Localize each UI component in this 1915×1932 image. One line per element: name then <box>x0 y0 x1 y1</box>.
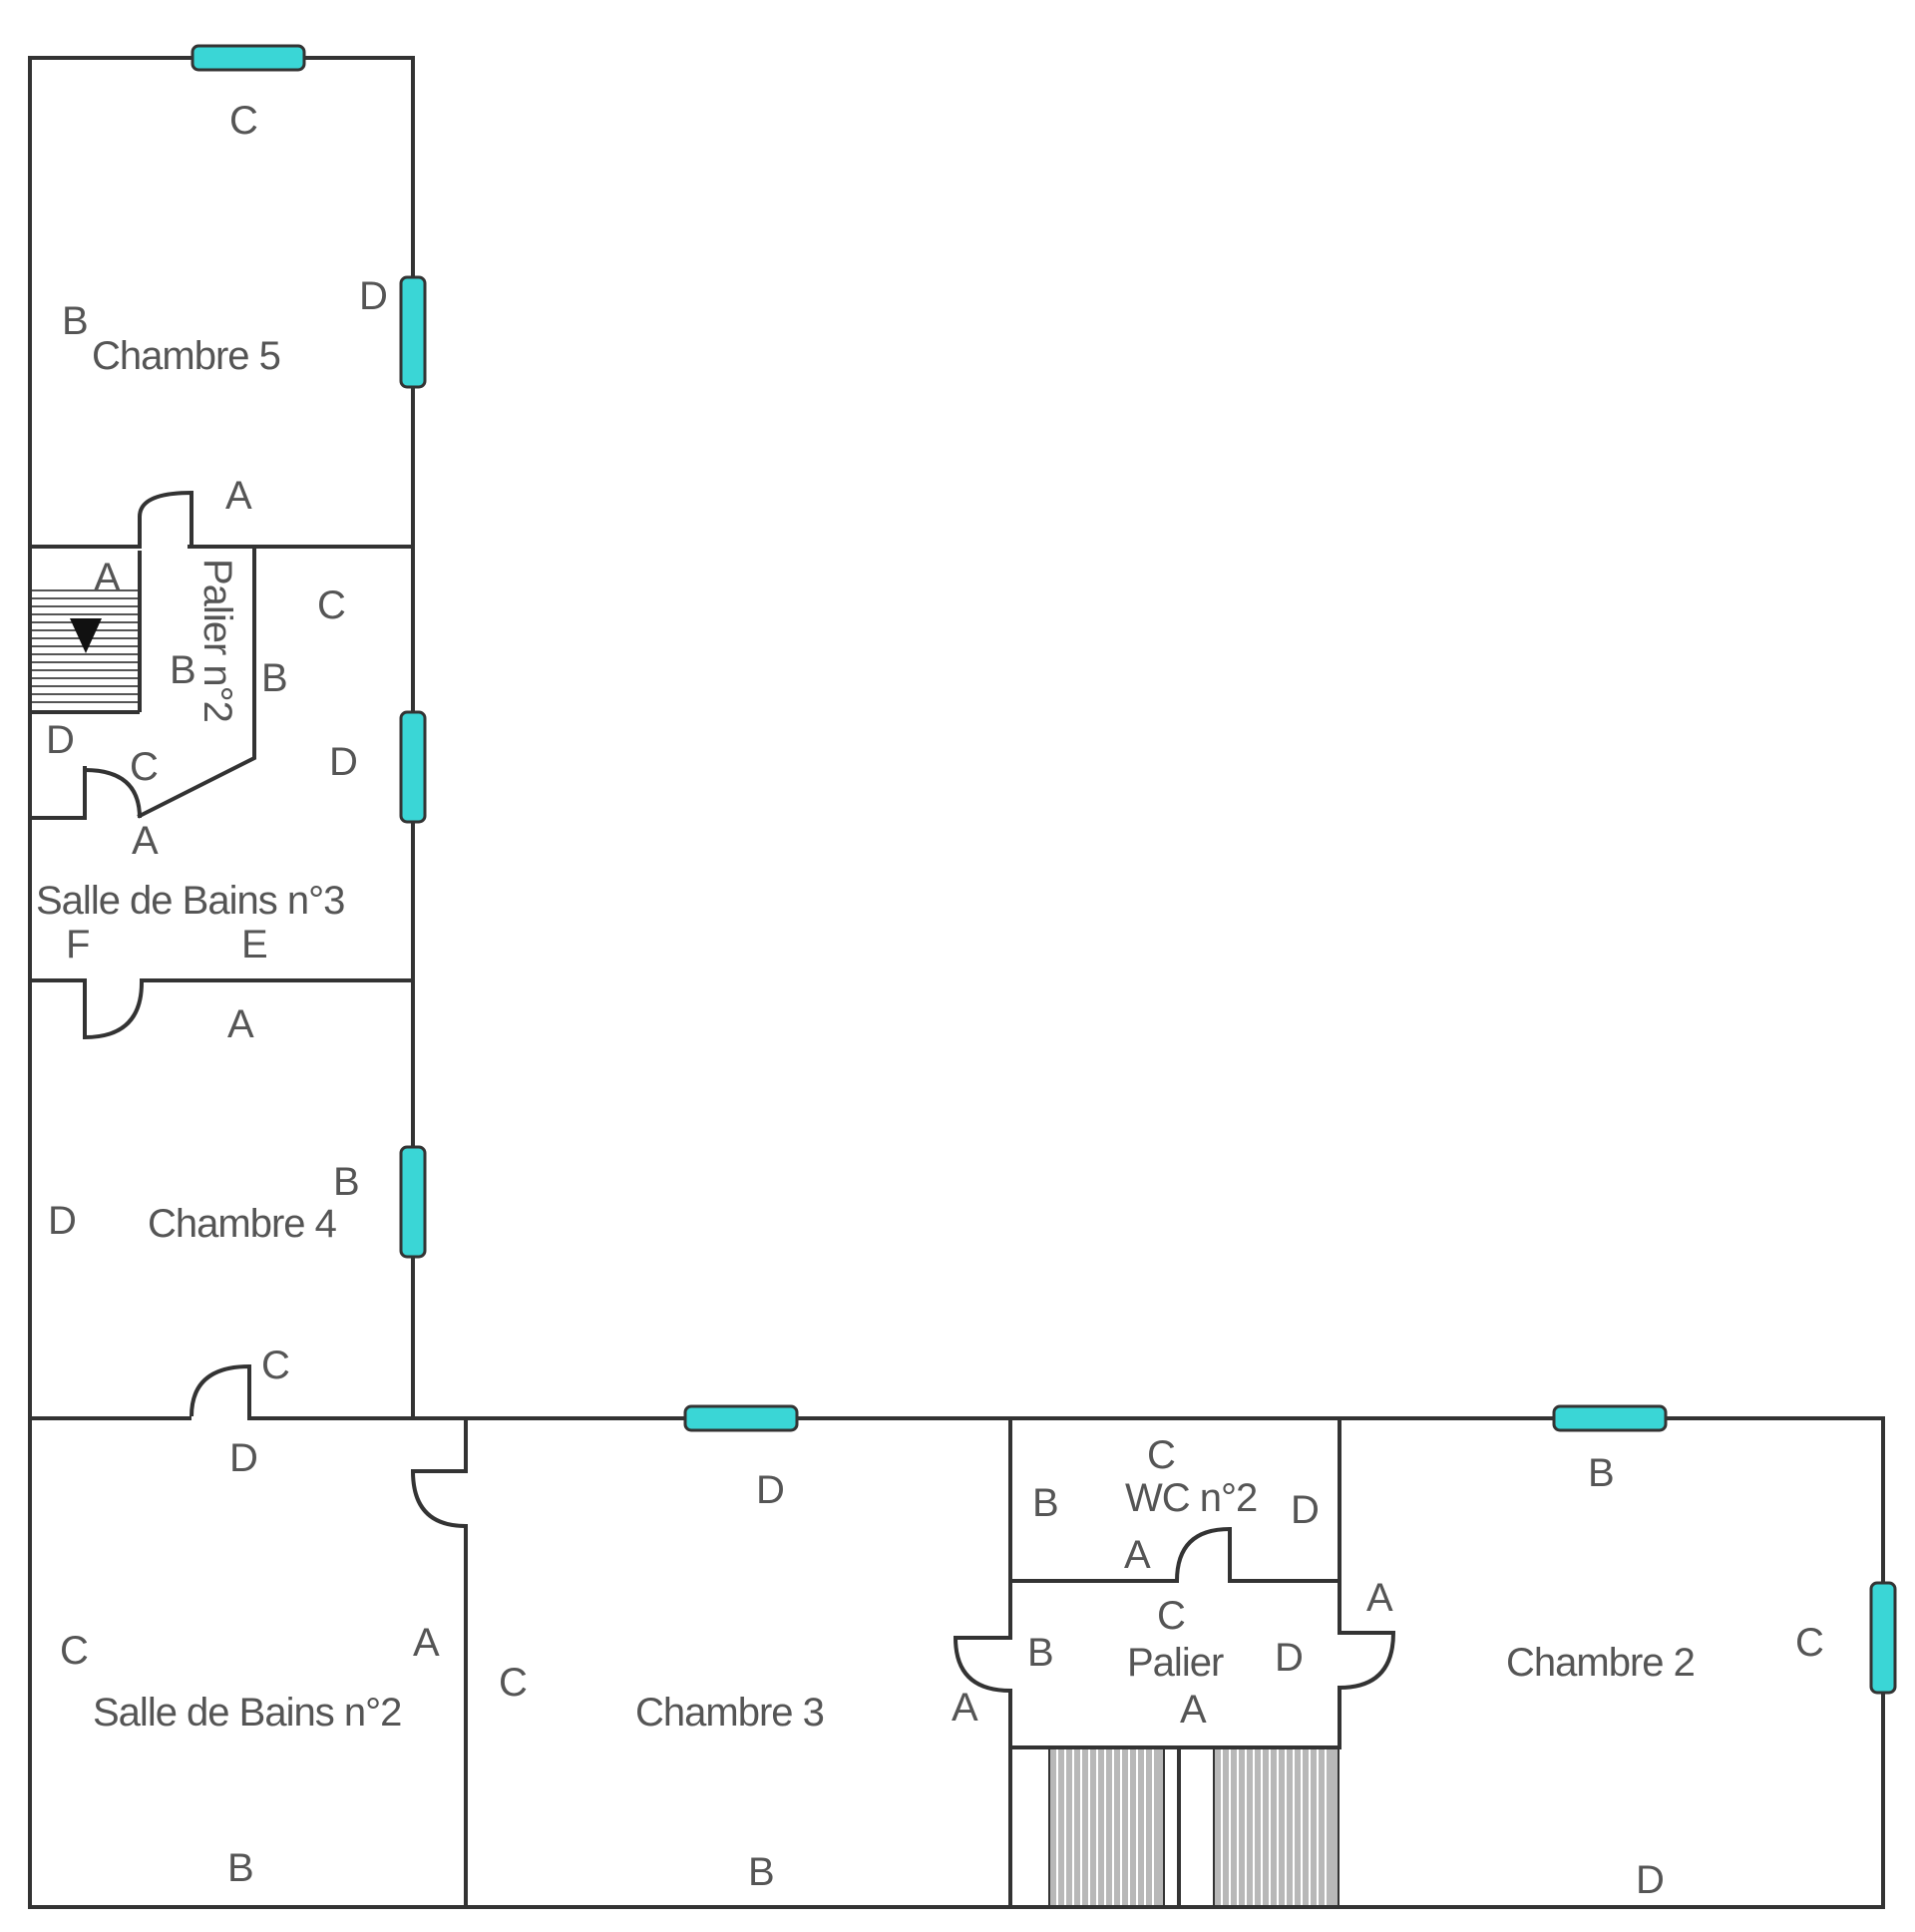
wall-label: A <box>1180 1688 1207 1732</box>
room-label-palier2: Palier n°2 <box>195 559 239 722</box>
wall-label: A <box>132 819 159 863</box>
wall-label: A <box>94 556 121 599</box>
wall-label: C <box>261 1344 290 1387</box>
wall-label: C <box>317 583 346 627</box>
wall-label: C <box>60 1629 89 1673</box>
room-label-wc2: WC n°2 <box>1125 1476 1257 1520</box>
wall-label: B <box>1588 1451 1615 1495</box>
windows <box>191 44 1897 1695</box>
door-chambre2 <box>1339 1631 1396 1690</box>
wall-labels: C B D A A B D C C B D A F E A B D C D C … <box>46 99 1824 1902</box>
wall-label: F <box>66 923 90 966</box>
room-labels: Chambre 5 Palier n°2 Salle de Bains n°3 … <box>36 334 1696 1735</box>
staircase-upper <box>32 551 142 714</box>
wall-label: D <box>1275 1636 1304 1680</box>
wall-label: A <box>225 474 252 518</box>
wall-label: D <box>1291 1488 1320 1532</box>
door-salle-de-bains-3 <box>84 768 142 819</box>
doors <box>83 490 1396 1693</box>
door-chambre5 <box>138 490 193 549</box>
room-label-salle-de-bains-2: Salle de Bains n°2 <box>93 1691 401 1735</box>
door-wc2 <box>1175 1526 1232 1582</box>
wall-label: C <box>229 99 258 143</box>
wall-label: A <box>413 1621 440 1665</box>
window-chambre5-east <box>399 275 427 389</box>
walls <box>28 56 1885 1909</box>
wall-label: C <box>130 745 159 789</box>
window-sdb3-east <box>399 710 427 824</box>
window-chambre4-east <box>399 1145 427 1259</box>
wall-label: C <box>499 1661 528 1705</box>
window-chambre3-north <box>683 1404 799 1432</box>
wall-label: B <box>1027 1631 1054 1675</box>
wall-label: D <box>48 1199 77 1243</box>
wall-label: A <box>1366 1576 1393 1620</box>
window-chambre2-north <box>1552 1404 1668 1432</box>
wall-label: B <box>170 648 196 692</box>
wall-label: C <box>1147 1433 1176 1477</box>
wall-label: B <box>261 656 288 700</box>
door-chambre4 <box>83 981 144 1040</box>
wall-label: D <box>1636 1858 1665 1902</box>
wall-label: B <box>227 1846 254 1890</box>
door-chambre3 <box>953 1636 1011 1693</box>
room-label-chambre5: Chambre 5 <box>92 334 280 378</box>
staircase-lower <box>1048 1746 1340 1908</box>
wall-label: D <box>329 740 358 784</box>
stair-direction-arrow-icon <box>70 618 102 653</box>
wall-label: D <box>46 718 75 762</box>
room-label-palier: Palier <box>1127 1641 1224 1685</box>
wall-label: B <box>748 1850 775 1894</box>
room-label-chambre4: Chambre 4 <box>148 1202 337 1246</box>
door-chambre4-south <box>190 1363 251 1417</box>
wall-label: A <box>1124 1533 1151 1577</box>
wall-label: D <box>359 274 388 318</box>
window-chambre5-north <box>191 44 306 72</box>
wall-label: B <box>62 299 89 343</box>
wall-label: B <box>333 1160 360 1204</box>
door-salle-de-bains-2 <box>410 1469 467 1528</box>
room-label-chambre2: Chambre 2 <box>1506 1641 1695 1685</box>
room-label-salle-de-bains-3: Salle de Bains n°3 <box>36 879 344 923</box>
wall-label: C <box>1795 1621 1824 1665</box>
wall-label: B <box>1032 1481 1059 1525</box>
wall-label: A <box>227 1002 254 1046</box>
window-chambre2-east <box>1869 1581 1897 1695</box>
room-label-chambre3: Chambre 3 <box>635 1691 824 1735</box>
wall-label: C <box>1157 1594 1186 1638</box>
wall-label: D <box>229 1436 258 1480</box>
wall-label: E <box>241 923 268 966</box>
wall-label: A <box>952 1686 978 1730</box>
wall-label: D <box>756 1468 785 1512</box>
